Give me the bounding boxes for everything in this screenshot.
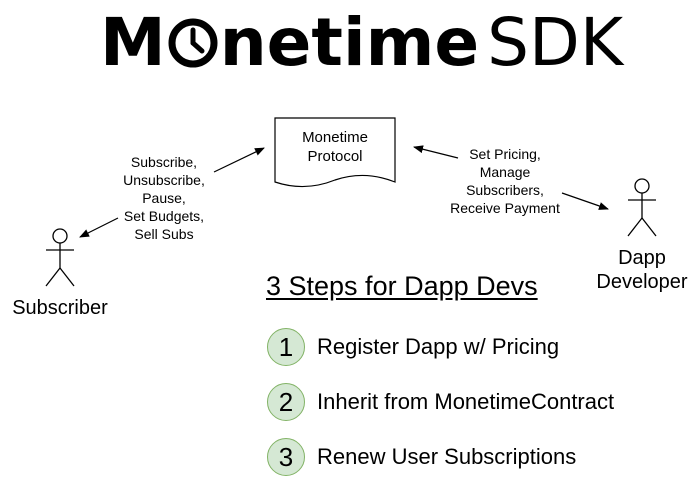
step-1-text: Register Dapp w/ Pricing: [317, 334, 560, 359]
logo-letter-m: M: [100, 4, 166, 81]
subscriber-actions-label: Subscribe, Unsubscribe, Pause, Set Budge…: [123, 154, 205, 242]
step-2-text: Inherit from MonetimeContract: [317, 389, 615, 414]
arrow-to-protocol-left: [213, 147, 265, 173]
protocol-label: Monetime Protocol: [302, 129, 368, 165]
step-3-text: Renew User Subscriptions: [317, 444, 577, 469]
step-1-number-badge: 1: [267, 328, 305, 366]
protocol-document-shape: [274, 117, 396, 188]
developer-actor-icon: [627, 178, 657, 237]
logo-rest: netime: [219, 4, 480, 81]
developer-label: Dapp Developer: [596, 247, 688, 293]
subscriber-actor-icon: [45, 228, 75, 287]
clock-icon: [167, 14, 219, 68]
step-3-number-badge: 3: [267, 438, 305, 476]
step-3-number: 3: [278, 441, 294, 472]
arrow-to-protocol-right: [413, 145, 459, 159]
steps-heading: 3 Steps for Dapp Devs: [266, 271, 538, 301]
subscriber-label: Subscriber: [12, 297, 108, 319]
arrow-to-developer: [561, 192, 609, 210]
developer-actions-label: Set Pricing, Manage Subscribers, Receive…: [450, 146, 560, 216]
step-2-number-badge: 2: [267, 383, 305, 421]
arrow-to-subscriber: [79, 217, 119, 238]
step-1-number: 1: [278, 331, 294, 362]
logo-sdk: SDK: [487, 4, 624, 81]
step-2-number: 2: [278, 386, 294, 417]
